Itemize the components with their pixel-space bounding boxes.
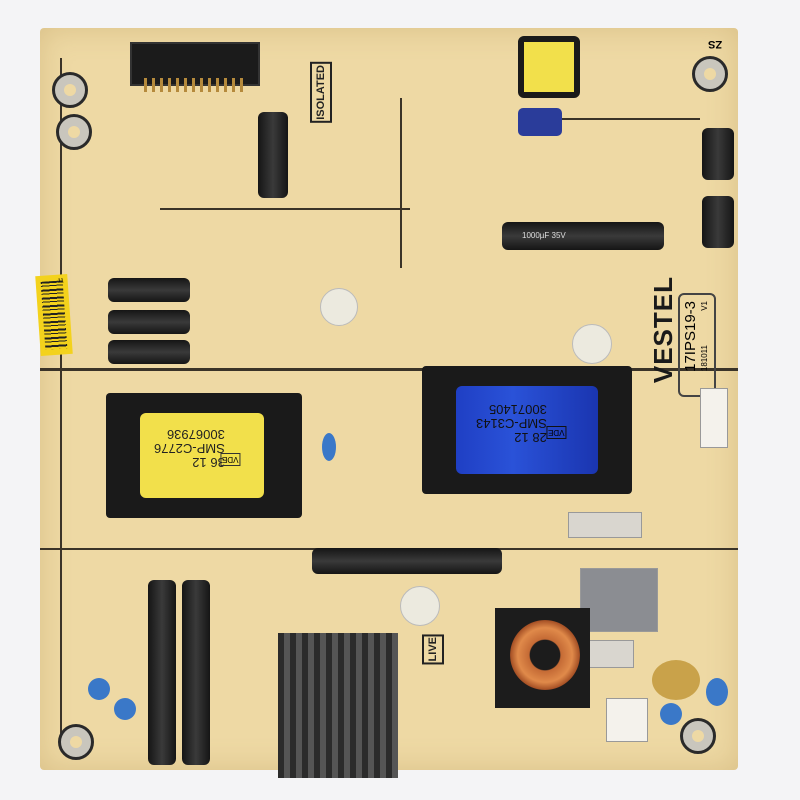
blue-capacitor <box>706 678 728 706</box>
brand-logo: VESTEL <box>648 276 678 384</box>
varistor <box>652 660 700 700</box>
live-label: LIVE <box>422 634 444 665</box>
output-connector <box>700 388 728 448</box>
capacitor-bank-right: 1000µF 35V <box>502 222 664 250</box>
capacitor <box>108 278 190 302</box>
capacitor-blue <box>518 108 562 136</box>
toroid-coil <box>510 620 580 690</box>
mounting-hole <box>58 724 94 760</box>
capacitor-tall <box>182 580 210 765</box>
transformer-label: 28 12 SMP-C3143 30071405 <box>476 402 547 445</box>
trace <box>40 368 738 371</box>
vde-mark: VDE <box>220 453 241 466</box>
transformer-part: 30071405 <box>488 402 547 417</box>
transformer-coil-blue: 28 12 SMP-C3143 30071405 VDE <box>456 386 598 474</box>
transformer-label: 36 12 SMP-C2776 30067936 <box>154 427 225 470</box>
blue-capacitor <box>114 698 136 720</box>
transformer-type: SMP-C3143 <box>476 416 547 431</box>
model-box: 17IPS19-3 181011 V1 <box>678 293 716 397</box>
mounting-hole <box>692 56 728 92</box>
capacitor-bank-middle <box>312 548 502 574</box>
pcb-board: ISOLATED LIVE ZS VESTEL 17IPS19-3 181011… <box>40 28 738 778</box>
fuse-connector <box>606 698 648 742</box>
capacitor <box>702 196 734 248</box>
barcode <box>40 280 68 350</box>
trace <box>540 118 700 120</box>
capacitor-tall <box>148 580 176 765</box>
resistor-block <box>568 512 642 538</box>
disc-component <box>572 324 612 364</box>
capacitor-label: 1000µF 35V <box>522 231 566 240</box>
trace <box>160 208 410 210</box>
blue-capacitor <box>322 433 336 461</box>
model-label: 17IPS19-3 <box>682 301 699 372</box>
transformer-type: SMP-C2776 <box>154 441 225 456</box>
trace <box>60 58 62 738</box>
capacitor <box>108 340 190 364</box>
small-transformer <box>518 36 580 98</box>
disc-component <box>400 586 440 626</box>
capacitor <box>702 128 734 180</box>
vde-mark: VDE <box>546 426 567 439</box>
date-code: 181011 <box>700 345 709 372</box>
blue-capacitor <box>660 703 682 725</box>
transformer-code: 36 12 <box>192 455 225 470</box>
sticker-text: 11 <box>57 278 65 285</box>
disc-component <box>320 288 358 326</box>
trace <box>400 98 402 268</box>
capacitor <box>258 112 288 198</box>
mounting-hole <box>680 718 716 754</box>
mounting-hole <box>56 114 92 150</box>
transformer-part: 30067936 <box>166 427 225 442</box>
mounting-hole <box>52 72 88 108</box>
heatsink <box>278 633 398 778</box>
x-capacitor <box>580 568 658 632</box>
transformer-code: 28 12 <box>514 430 547 445</box>
blue-capacitor <box>88 678 110 700</box>
barcode-sticker: 11 <box>35 273 73 357</box>
isolated-label: ISOLATED <box>310 62 332 123</box>
corner-label: ZS <box>708 38 723 50</box>
version-label: V1 <box>700 301 709 311</box>
capacitor <box>108 310 190 334</box>
connector-pins <box>144 78 244 92</box>
transformer-coil-yellow: 36 12 SMP-C2776 30067936 VDE <box>140 413 264 498</box>
